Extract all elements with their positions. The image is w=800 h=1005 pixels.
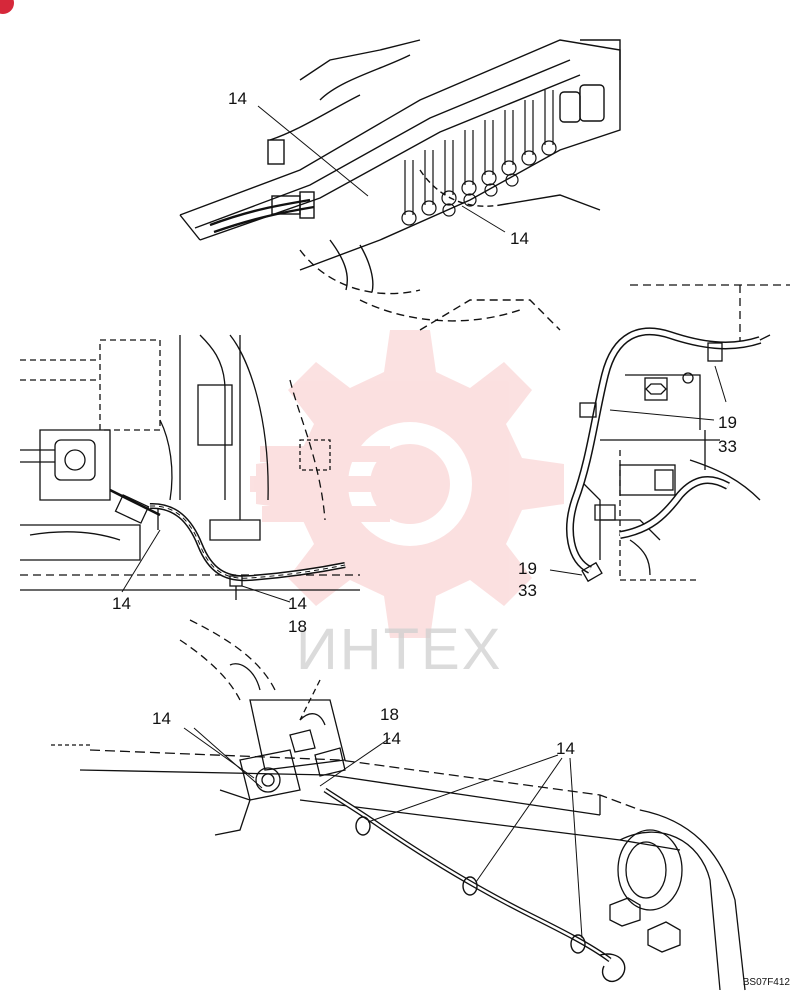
valve-spools <box>401 90 557 226</box>
callout-bottom-mid-a: 18 <box>380 705 399 724</box>
callout-mid-center-b: 18 <box>288 617 307 636</box>
callout-top-left: 14 <box>228 89 247 108</box>
top-valve-assembly <box>179 39 621 331</box>
callout-bottom-right: 14 <box>556 739 575 758</box>
middle-right-assembly <box>579 284 790 581</box>
middle-right-hose <box>566 327 771 583</box>
callout-right-a1: 19 <box>718 413 737 432</box>
callout-mid-left: 14 <box>112 594 131 613</box>
middle-left-assembly <box>20 334 360 591</box>
bottom-boom-assembly <box>50 619 746 991</box>
watermark-gear <box>250 330 564 638</box>
callout-right-a2: 33 <box>718 437 737 456</box>
callout-right-b1: 19 <box>518 559 537 578</box>
callout-right-b2: 33 <box>518 581 537 600</box>
drawing-code: BS07F412 <box>742 977 790 988</box>
callout-mid-center-a: 14 <box>288 594 307 613</box>
bottom-hose-line <box>323 787 626 982</box>
callout-top-right: 14 <box>510 229 529 248</box>
middle-left-hose <box>149 502 346 600</box>
corner-badge <box>0 0 14 14</box>
callout-bottom-mid-b: 14 <box>382 729 401 748</box>
callout-bottom-left: 14 <box>152 709 171 728</box>
leader-lines <box>121 105 727 939</box>
watermark-text: ИНТЕХ <box>296 617 503 682</box>
